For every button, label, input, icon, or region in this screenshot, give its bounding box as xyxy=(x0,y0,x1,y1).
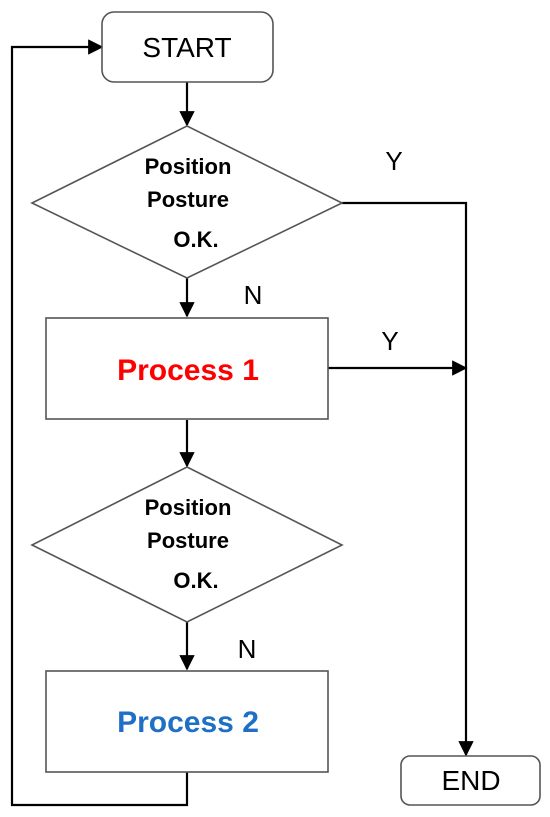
decision-2-line-1: Position xyxy=(145,495,232,520)
end-label: END xyxy=(441,765,500,796)
decision-2: Position Posture O.K. xyxy=(30,466,344,623)
end-terminal: END xyxy=(400,755,541,806)
decision-1: Position Posture O.K. xyxy=(30,125,344,279)
process-1-box: Process 1 xyxy=(45,317,329,420)
decision-1-line-1: Position xyxy=(145,154,232,179)
no-label-decision-2: N xyxy=(238,634,257,664)
loop-back-arrow xyxy=(10,39,189,807)
no-label-decision-1: N xyxy=(244,280,263,310)
process-1-label: Process 1 xyxy=(117,354,259,387)
start-terminal: START xyxy=(101,11,274,83)
arrow-decision-1-yes-to-end xyxy=(342,201,474,757)
yes-label-process-1: Y xyxy=(381,326,398,356)
decision-2-line-3: O.K. xyxy=(173,568,218,593)
process-2-box: Process 2 xyxy=(45,670,329,773)
start-label: START xyxy=(142,32,231,63)
process-2-label: Process 2 xyxy=(117,706,259,739)
decision-1-line-2: Posture xyxy=(147,187,229,212)
decision-1-line-3: O.K. xyxy=(173,227,218,252)
yes-label-decision-1: Y xyxy=(385,146,402,176)
decision-2-line-2: Posture xyxy=(147,528,229,553)
